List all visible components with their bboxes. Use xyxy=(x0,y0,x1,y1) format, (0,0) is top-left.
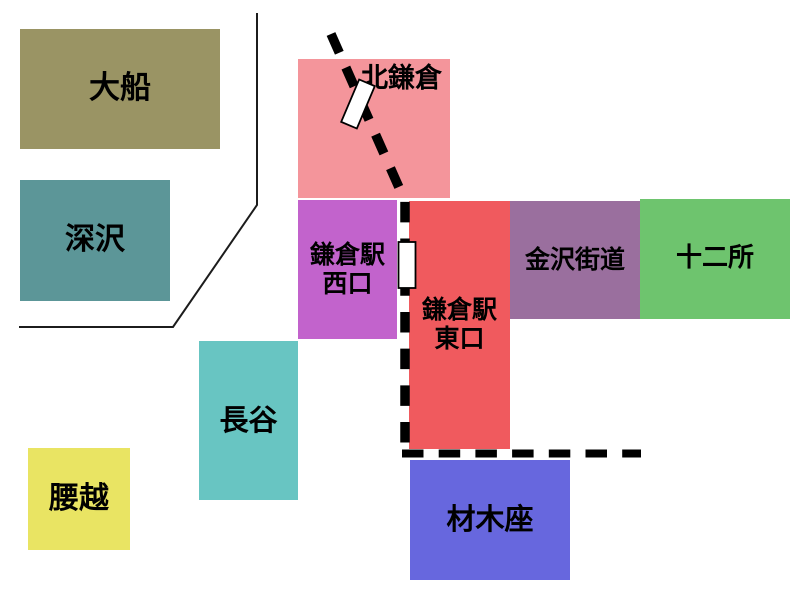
region-kanazawa-kaido-label: 金沢街道 xyxy=(524,244,625,274)
region-kamakura-west-label-line2: 西口 xyxy=(322,268,373,298)
region-koshigoe-label: 腰越 xyxy=(49,480,109,516)
region-zaimokuza-label: 材木座 xyxy=(446,502,534,537)
region-zaimokuza: 材木座 xyxy=(410,460,570,580)
region-ofuna-label: 大船 xyxy=(89,70,151,107)
region-kamakura-west-label-line1: 鎌倉駅 xyxy=(309,239,385,269)
region-kitakamakura: 北鎌倉 xyxy=(298,59,450,198)
region-kamakura-station-west-exit: 鎌倉駅 西口 xyxy=(298,200,397,339)
region-kanazawa-kaido: 金沢街道 xyxy=(510,201,640,319)
region-hase: 長谷 xyxy=(199,341,298,500)
region-juniso-label: 十二所 xyxy=(675,243,754,274)
region-juniso: 十二所 xyxy=(640,199,790,319)
region-ofuna: 大船 xyxy=(20,29,220,149)
region-kamakura-east-label-line2: 東口 xyxy=(434,324,485,353)
region-kitakamakura-label: 北鎌倉 xyxy=(361,63,442,94)
region-koshigoe: 腰越 xyxy=(28,448,130,550)
region-fukasawa: 深沢 xyxy=(20,180,170,301)
region-fukasawa-label: 深沢 xyxy=(65,222,125,258)
region-kamakura-station-east-exit: 鎌倉駅 東口 xyxy=(409,201,510,449)
region-hase-label: 長谷 xyxy=(219,402,278,437)
region-kamakura-east-label-line1: 鎌倉駅 xyxy=(421,295,497,325)
